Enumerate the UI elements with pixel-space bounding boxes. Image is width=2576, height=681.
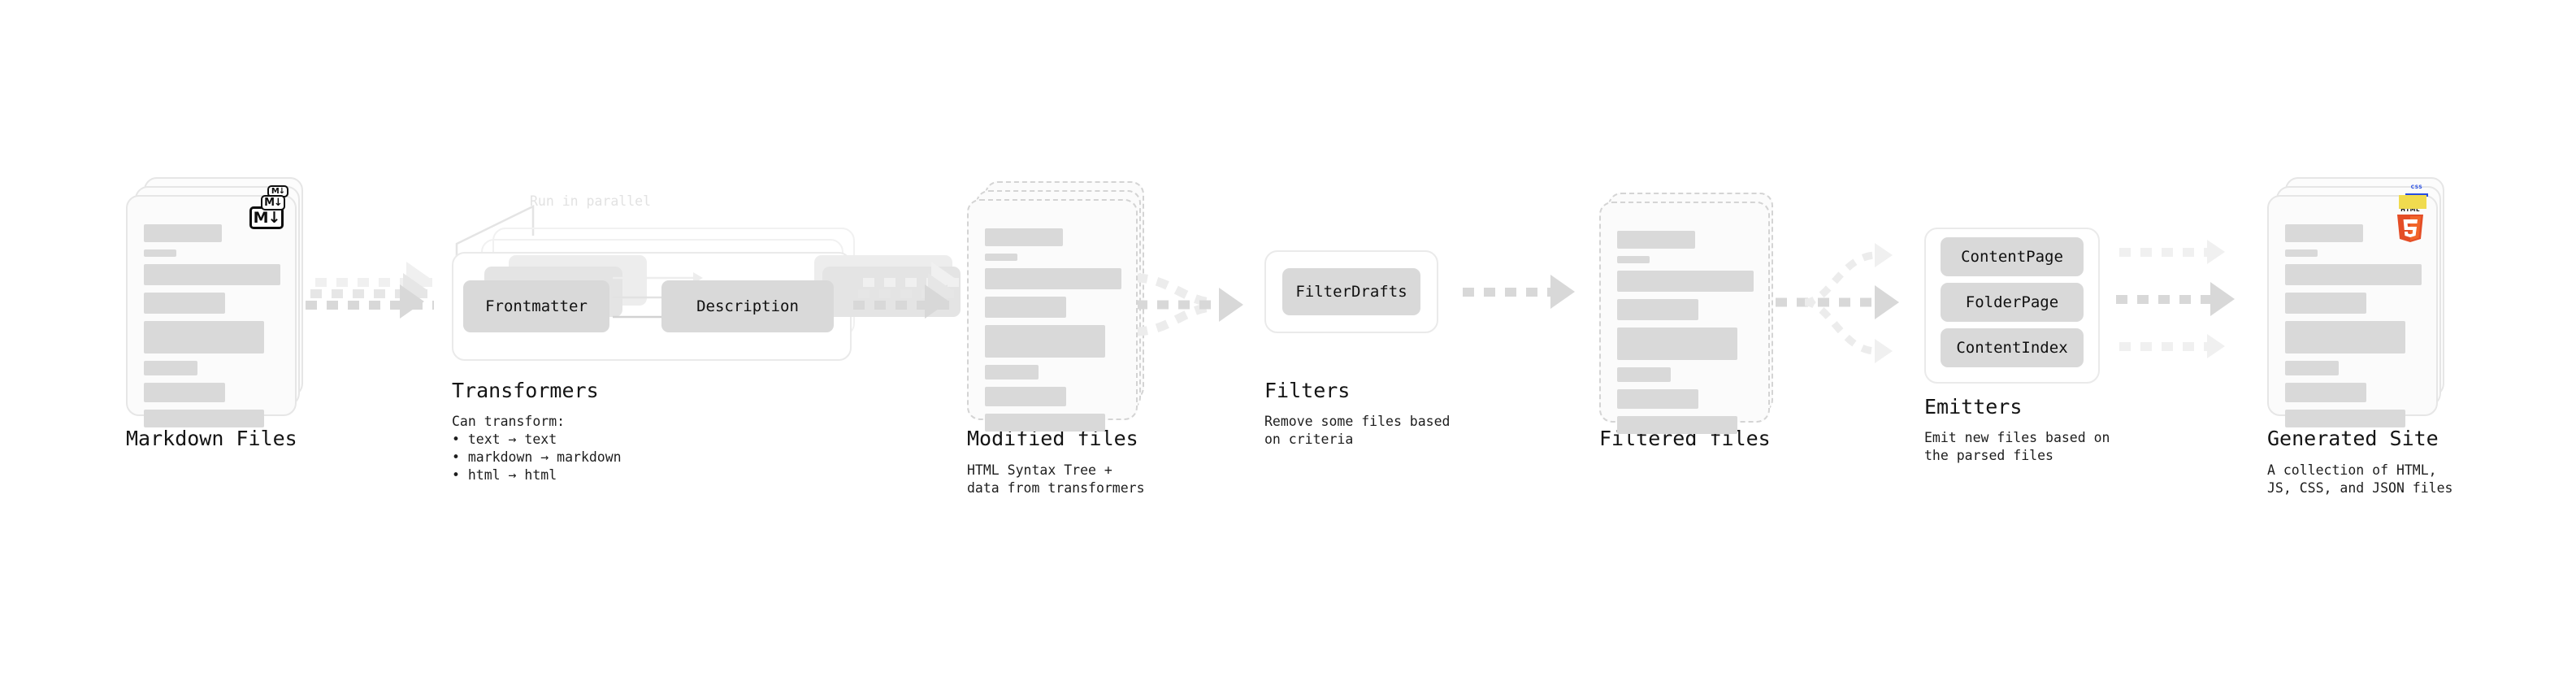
run-in-parallel-label: Run in parallel — [530, 193, 652, 209]
connector-modified-to-filters — [1136, 273, 1221, 336]
filter-pill-filterdrafts[interactable]: FilterDrafts — [1282, 268, 1420, 315]
html5-icon: HTML — [2394, 205, 2426, 245]
markdown-icon: M↓ — [261, 195, 285, 210]
emitter-pill-contentindex[interactable]: ContentIndex — [1941, 328, 2084, 367]
doc-content-bars — [1617, 231, 1754, 441]
filtered-card-front — [1599, 202, 1770, 434]
generated-site-title: Generated Site — [2267, 427, 2439, 450]
transformers-subtitle: Can transform: • text → text • markdown … — [452, 414, 622, 483]
markdown-files-title: Markdown Files — [126, 427, 297, 450]
transformer-pill-description[interactable]: Description — [661, 280, 834, 332]
js-icon — [2399, 195, 2426, 209]
connector-filtered-to-emitters — [1776, 251, 1877, 355]
emitters-title: Emitters — [1924, 395, 2023, 419]
modified-card-front — [967, 199, 1138, 432]
modified-files-subtitle: HTML Syntax Tree + data from transformer… — [967, 462, 1145, 496]
transformers-title: Transformers — [452, 379, 599, 402]
markdown-card-front: M↓ — [126, 195, 297, 427]
site-card-front: HTML — [2267, 195, 2438, 427]
svg-text:HTML: HTML — [2400, 206, 2420, 213]
emitter-pill-contentpage[interactable]: ContentPage — [1941, 237, 2084, 276]
emitters-subtitle: Emit new files based on the parsed files — [1924, 430, 2110, 463]
filters-title: Filters — [1264, 379, 1351, 402]
doc-content-bars — [985, 228, 1121, 439]
doc-content-bars — [2285, 224, 2422, 435]
transformer-pill-frontmatter[interactable]: Frontmatter — [463, 280, 609, 332]
filters-subtitle: Remove some files based on criteria — [1264, 414, 1451, 447]
generated-site-subtitle: A collection of HTML, JS, CSS, and JSON … — [2267, 462, 2453, 496]
doc-content-bars — [144, 224, 280, 435]
emitter-pill-folderpage[interactable]: FolderPage — [1941, 283, 2084, 322]
